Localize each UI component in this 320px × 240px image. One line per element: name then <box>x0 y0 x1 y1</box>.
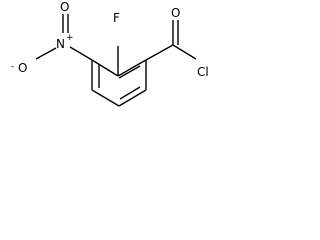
ring-bond-c1-c2 <box>117 59 147 77</box>
benzene-ring <box>91 59 147 107</box>
nitro-nitrogen-charge: + <box>66 33 74 43</box>
nitro-oxygen-left-charge: - <box>11 62 14 72</box>
ring-bond-c2-c3 <box>91 59 119 77</box>
ring-bond-c5-c6-inner <box>119 86 141 100</box>
nitro-oxygen-left-label: O <box>18 61 27 75</box>
nitro-nitrogen-label: N <box>56 37 65 51</box>
chlorine-label: Cl <box>197 65 209 79</box>
bond-carbonyl-chlorine <box>172 44 197 60</box>
fluorine-label: F <box>113 11 120 25</box>
ring-bond-c1-c2-inner <box>118 65 141 79</box>
ring-bond-c5-c6 <box>118 89 147 107</box>
chemical-structure: F O Cl N + O - O <box>11 0 209 107</box>
carbonyl-oxygen-label: O <box>171 6 180 20</box>
ring-bond-c4-c5 <box>91 89 120 107</box>
nitro-oxygen-top-label: O <box>60 0 69 14</box>
bond-nitro-oxygen-left <box>35 47 57 60</box>
bond-ring-nitro <box>69 46 93 61</box>
bond-ring-carbonyl <box>145 44 174 61</box>
